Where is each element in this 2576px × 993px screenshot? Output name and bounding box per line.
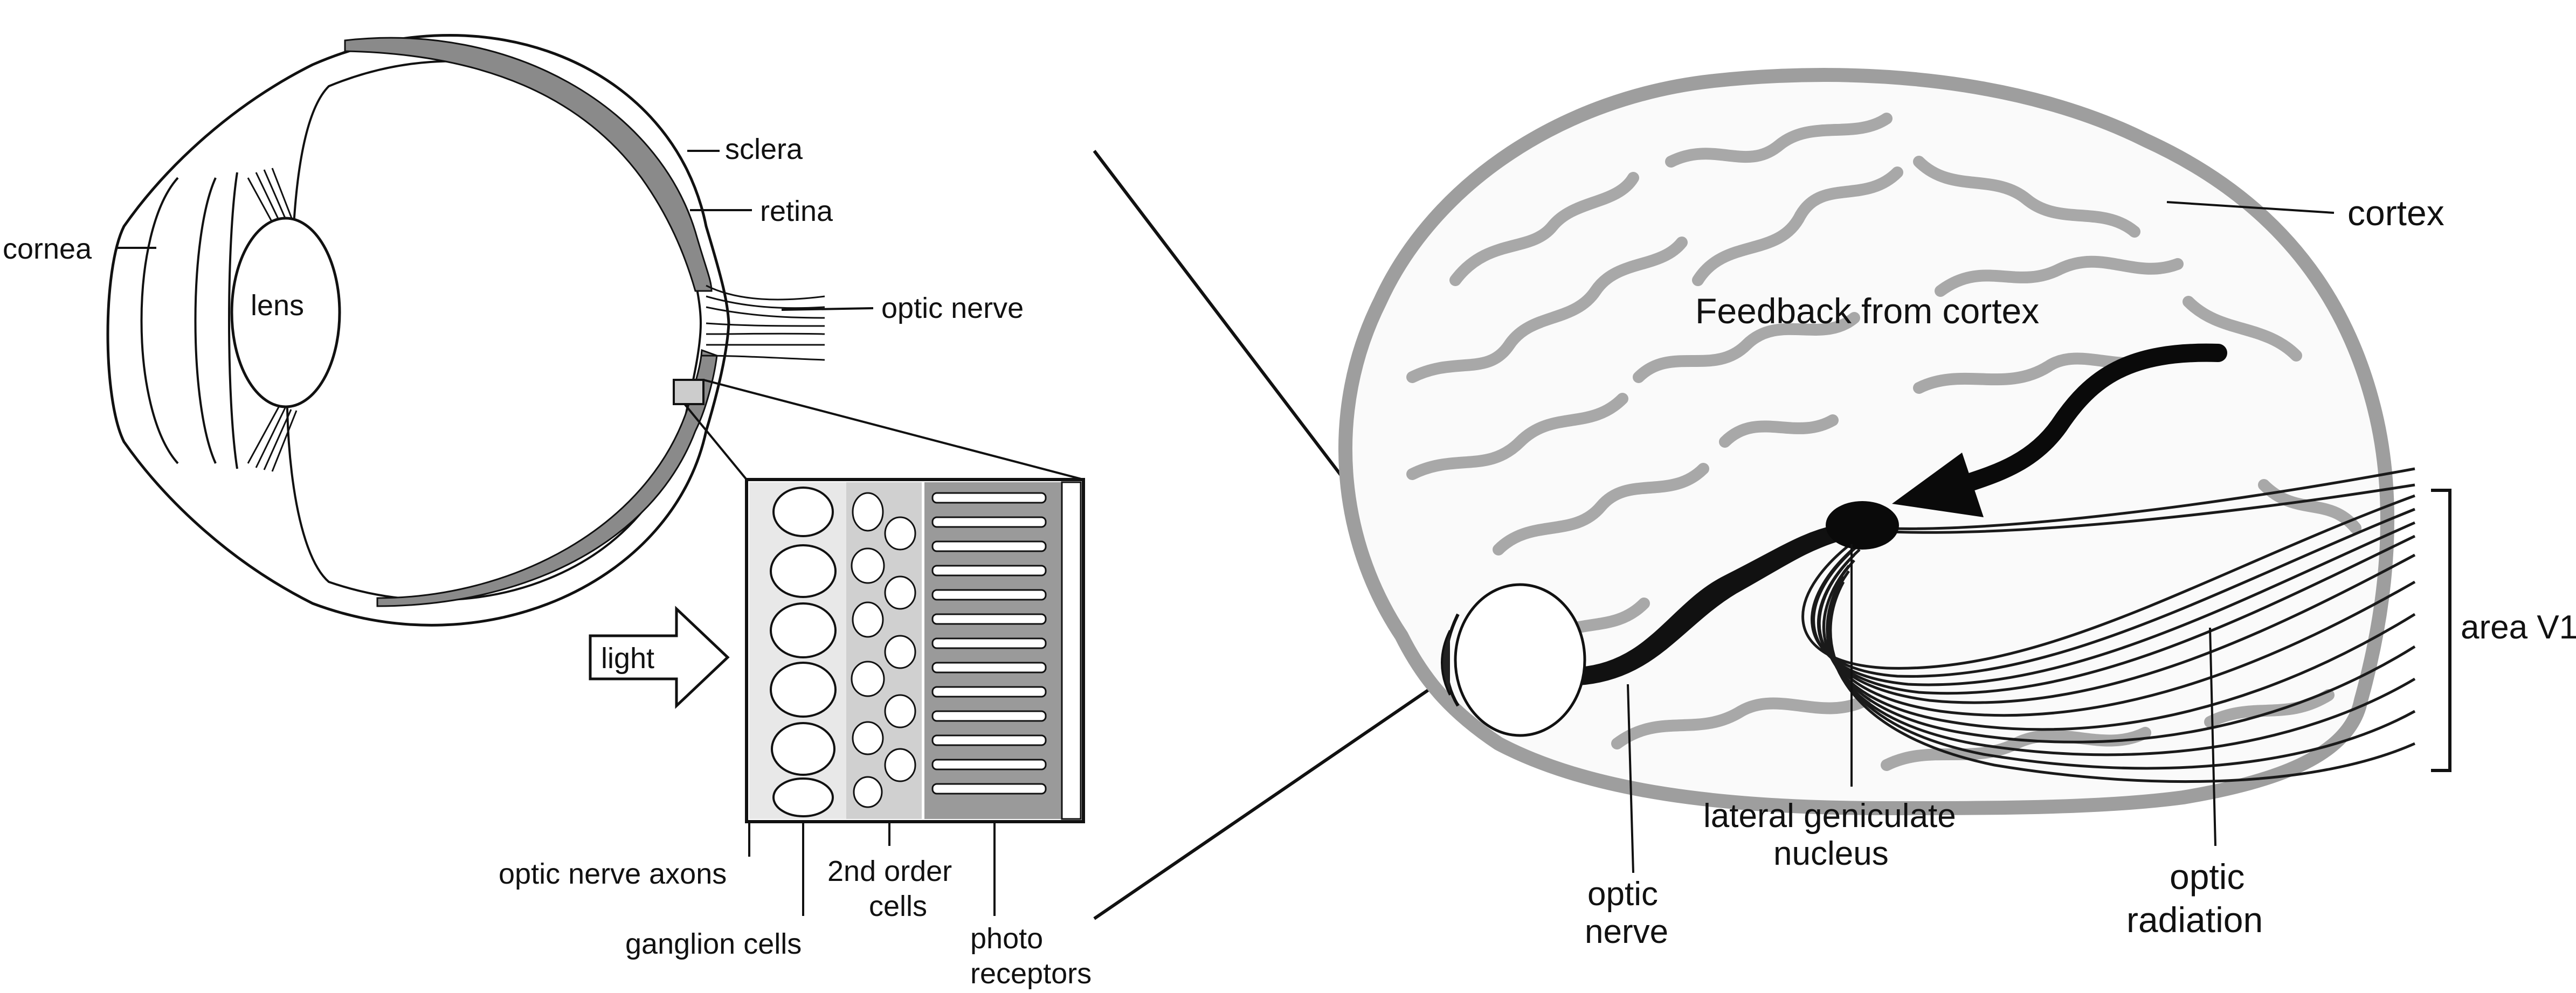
light-label: light xyxy=(601,642,654,675)
second-order-cells-label-2: cells xyxy=(869,890,927,922)
feedback-arrow-head xyxy=(1892,453,1984,517)
lens xyxy=(230,217,341,408)
lgn-label-1: lateral geniculate xyxy=(1703,797,1956,835)
feedback-arrow-shaft xyxy=(1953,343,2227,494)
cornea-curve xyxy=(140,177,179,464)
brain-illustration xyxy=(1338,68,2451,816)
photoreceptors-label-1: photo xyxy=(970,922,1043,955)
light-arrow xyxy=(589,606,730,709)
cortex-label: cortex xyxy=(2347,193,2444,233)
optic-radiation-fibers xyxy=(1801,467,2416,783)
eye-cross-section xyxy=(106,33,1084,627)
connector-line-bottom xyxy=(1093,677,1446,920)
optic-nerve-fibers xyxy=(700,284,825,361)
area-v1-label: area V1 xyxy=(2461,609,2576,646)
second-order-cells-label-1: 2nd order xyxy=(827,855,952,887)
lateral-geniculate-nucleus xyxy=(1826,501,1899,550)
retina-band-top xyxy=(344,37,713,292)
retina-label: retina xyxy=(760,195,833,227)
lens-label: lens xyxy=(251,289,304,322)
small-eyeball xyxy=(1441,583,1586,737)
feedback-label: Feedback from cortex xyxy=(1695,291,2039,331)
photoreceptor-layer xyxy=(924,481,1082,820)
photoreceptors-label-2: receptors xyxy=(970,957,1092,990)
optic-nerve-axons-label: optic nerve axons xyxy=(499,858,727,890)
optic-radiation-label-2: radiation xyxy=(2126,900,2263,940)
optic-nerve-label: optic nerve xyxy=(881,292,1024,324)
sclera-label: sclera xyxy=(725,133,803,165)
optic-radiation-label-1: optic xyxy=(2170,857,2244,897)
cornea-label: cornea xyxy=(3,233,92,265)
optic-nerve-brain-label-1: optic xyxy=(1587,876,1658,913)
retina-patch-marker xyxy=(673,379,705,405)
brain-leader-lines xyxy=(1627,201,2335,873)
optic-nerve-brain-label-2: nerve xyxy=(1585,913,1668,950)
retina-detail-box xyxy=(589,478,1085,916)
lgn-label-2: nucleus xyxy=(1773,835,1889,872)
ganglion-cells-label: ganglion cells xyxy=(625,928,802,960)
ganglion-cell-layer xyxy=(749,482,846,819)
eye-leader-lines xyxy=(116,150,874,311)
second-order-cell-layer xyxy=(846,482,922,819)
area-v1-bracket xyxy=(2431,489,2451,772)
